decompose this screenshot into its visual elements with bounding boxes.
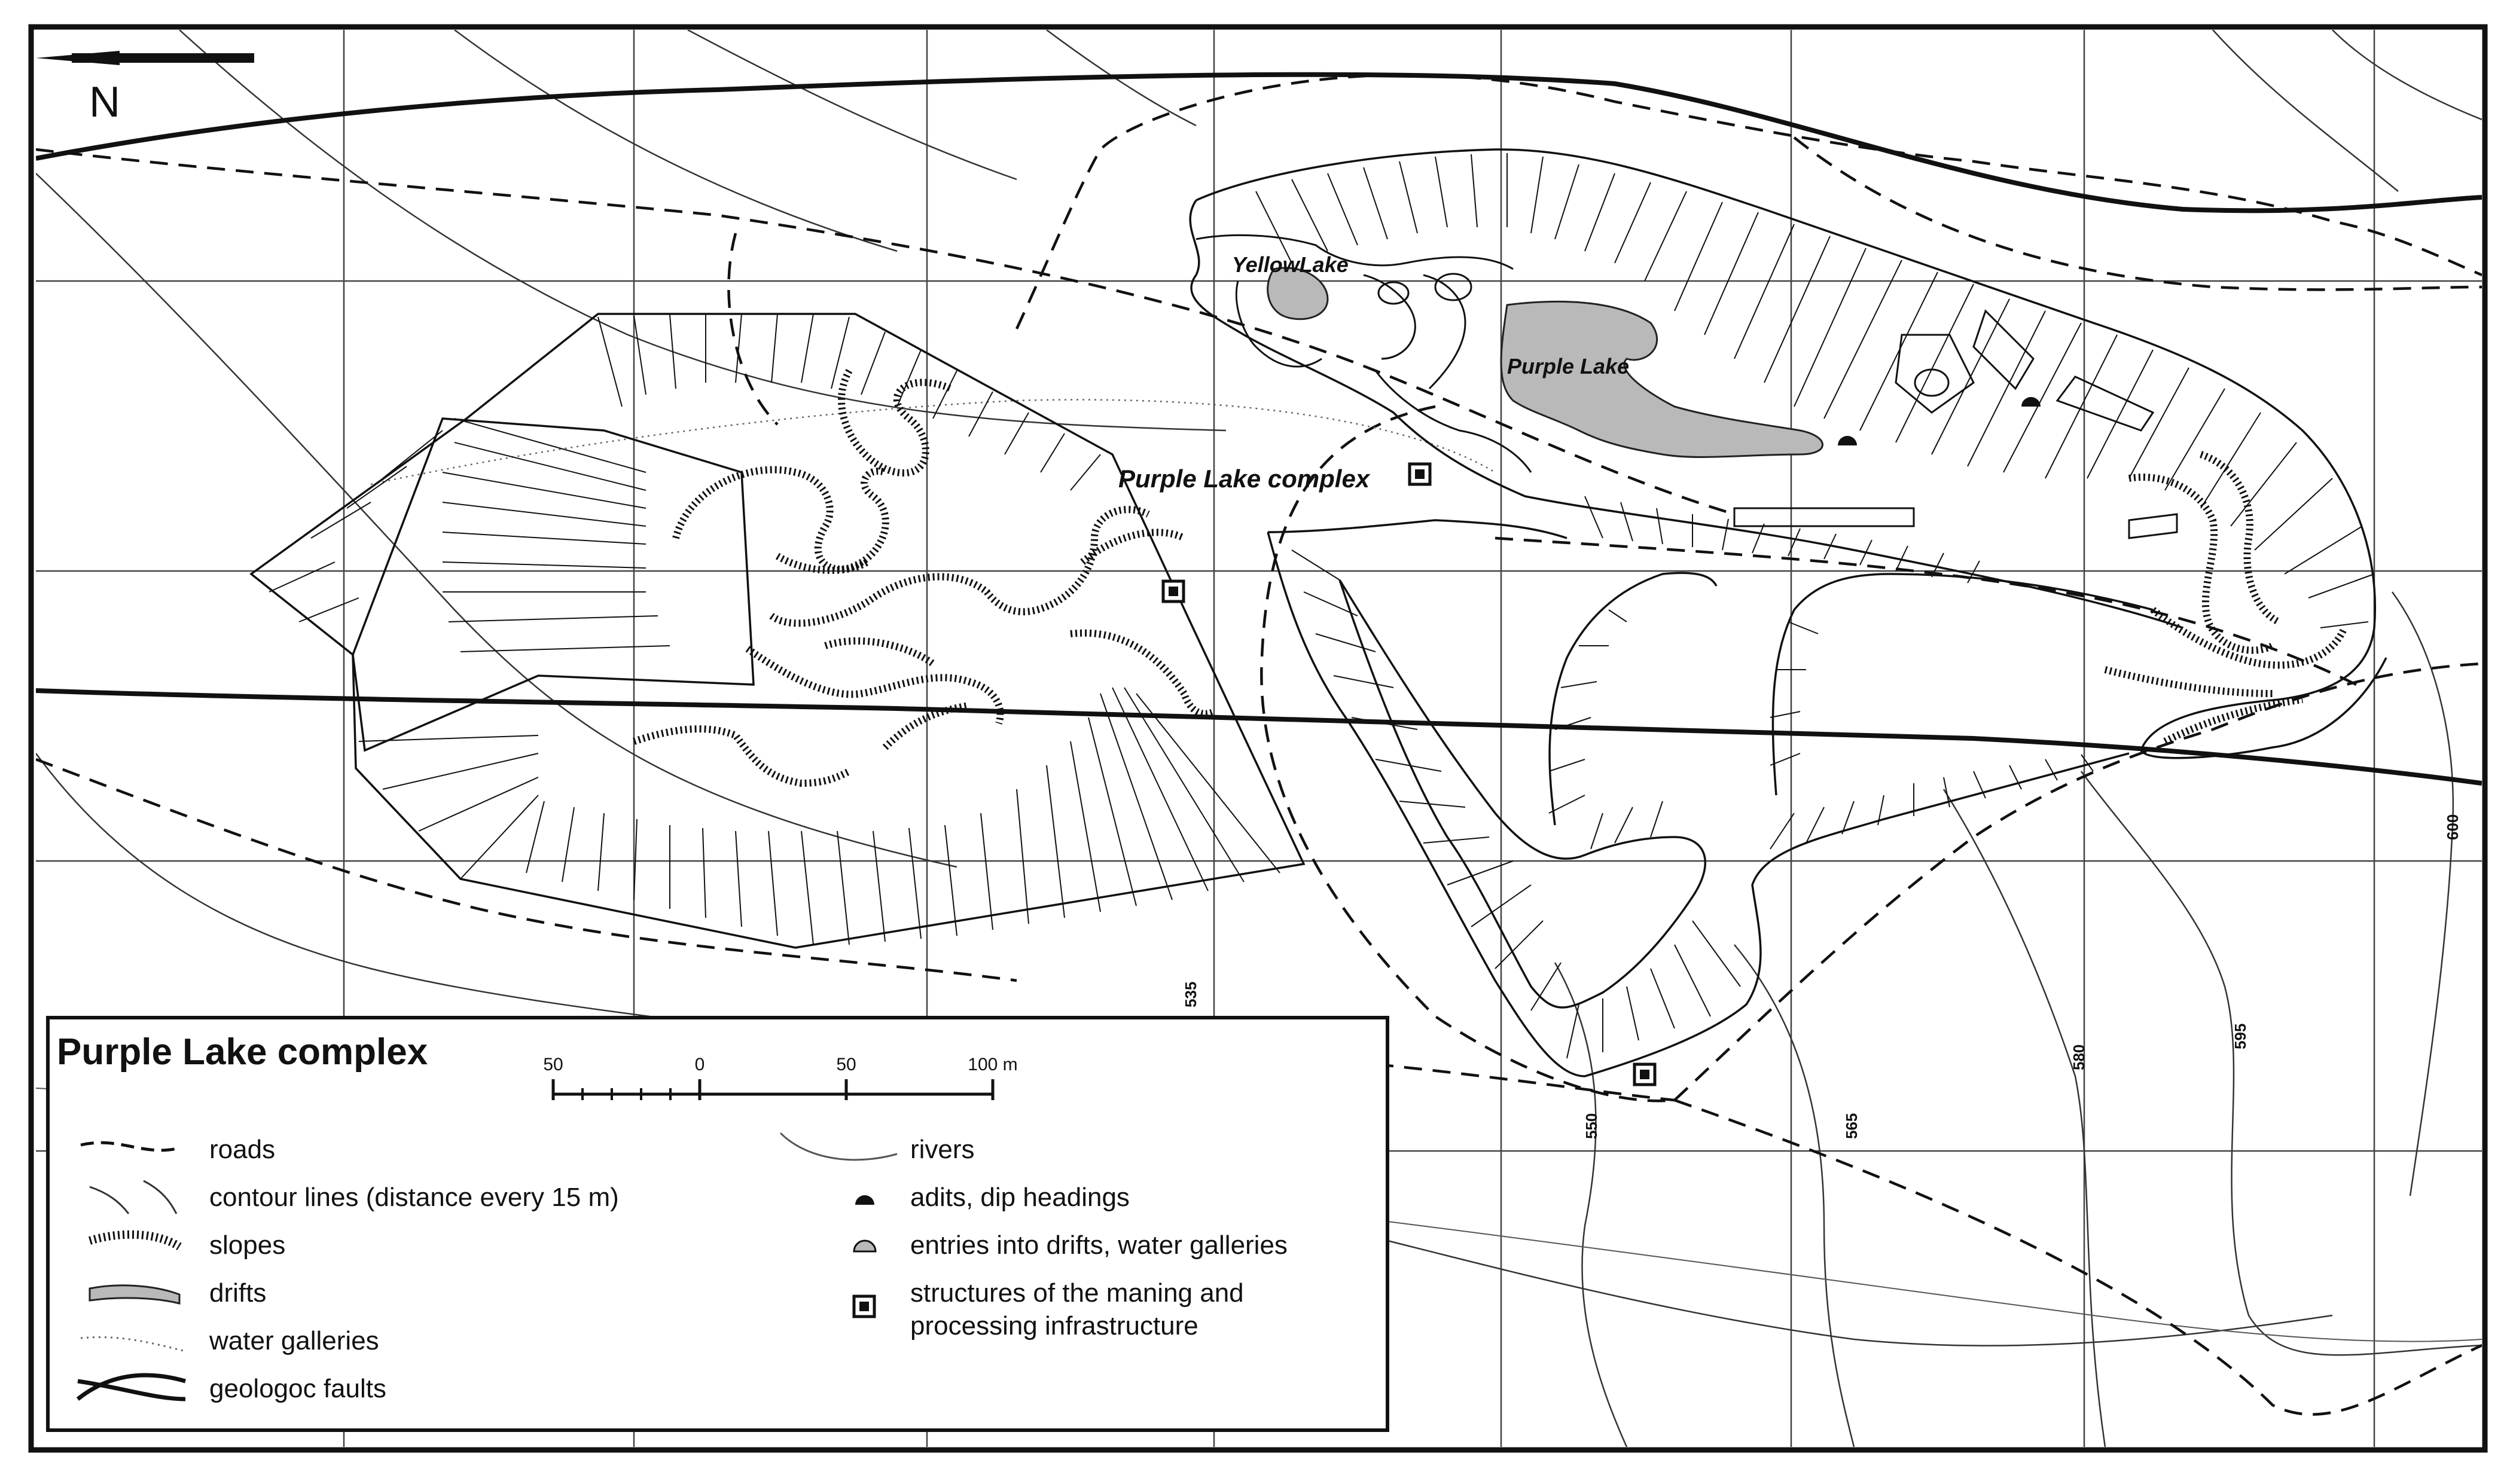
entry-half-circle-icon xyxy=(853,1239,877,1253)
structure-square-icon xyxy=(1161,579,1185,603)
drifts xyxy=(1267,267,1823,458)
contour-label: 580 xyxy=(2070,1045,2088,1070)
scale-tick-label: 50 xyxy=(543,1055,563,1074)
legend-label-adits: adits, dip headings xyxy=(910,1183,1130,1212)
legend-label-entries: entries into drifts, water galleries xyxy=(910,1230,1288,1260)
lake-area-outlines xyxy=(1196,234,1532,473)
inner-slopes-west xyxy=(633,369,1216,787)
contour-labels: 535 550 565 580 595 600 xyxy=(1182,814,2462,1139)
structure-square-icon xyxy=(1408,462,1432,486)
legend-title: Purple Lake complex xyxy=(57,1031,428,1073)
road-dashed-icon xyxy=(80,1141,180,1152)
legend-label-rivers: rivers xyxy=(910,1135,975,1164)
adit-triangle-icon xyxy=(855,1195,874,1205)
yellow-lake-label: YellowLake xyxy=(1232,252,1349,277)
slope-hatches-east xyxy=(1255,153,2375,1059)
purple-lake-label: Purple Lake xyxy=(1507,354,1629,378)
scale-tick-label: 100 m xyxy=(968,1055,1017,1074)
contour-label: 595 xyxy=(2231,1024,2249,1049)
legend-label-water-galleries: water galleries xyxy=(209,1326,379,1355)
north-label: N xyxy=(89,78,120,126)
legend-label-structures: structures of the maning and xyxy=(910,1278,1244,1308)
scale-tick-label: 0 xyxy=(695,1055,705,1074)
roads xyxy=(36,74,2482,1416)
complex-label: Purple Lake complex xyxy=(1118,465,1371,493)
east-structures xyxy=(1733,309,2178,539)
contour-label: 600 xyxy=(2444,814,2462,840)
contour-label: 550 xyxy=(1582,1113,1600,1139)
slope-hatch-icon xyxy=(88,1230,182,1251)
fault-line-icon xyxy=(76,1373,186,1401)
legend-box xyxy=(46,1016,1389,1432)
contour-label: 535 xyxy=(1182,982,1200,1007)
contour-line-icon xyxy=(89,1180,178,1214)
legend-label-drifts: drifts xyxy=(209,1278,266,1308)
north-arrow: N xyxy=(36,51,254,126)
purple-lake-drift xyxy=(1500,300,1823,458)
legend-label-structures-line2: processing infrastructure xyxy=(910,1311,1198,1341)
scale-bar: 50 0 50 100 m xyxy=(543,1055,1018,1100)
river-line-icon xyxy=(779,1132,898,1161)
legend: Purple Lake complex 50 0 50 100 m xyxy=(46,1016,1389,1432)
water-gallery-dotted-icon xyxy=(80,1336,186,1352)
arrow-head-icon xyxy=(36,51,120,65)
structure-square-icon xyxy=(852,1294,876,1318)
legend-label-slopes: slopes xyxy=(209,1230,285,1260)
infrastructure-structures xyxy=(1161,462,1657,1086)
structure-square-icon xyxy=(1633,1062,1657,1086)
adit-triangle-icon xyxy=(2021,397,2041,407)
slope-area-east xyxy=(1189,148,2387,1077)
adit-triangle-icon xyxy=(1838,436,1857,445)
adits xyxy=(1838,397,2041,445)
contour-label: 565 xyxy=(1843,1113,1861,1139)
slope-hatches-west xyxy=(269,313,1280,945)
drift-icon xyxy=(89,1284,181,1305)
slope-area-west xyxy=(249,313,1306,949)
legend-label-contours: contour lines (distance every 15 m) xyxy=(209,1183,619,1212)
scale-tick-label: 50 xyxy=(836,1055,856,1074)
legend-label-roads: roads xyxy=(209,1135,275,1164)
yellow-lake-drift xyxy=(1267,267,1329,320)
legend-label-faults: geologoc faults xyxy=(209,1374,386,1403)
